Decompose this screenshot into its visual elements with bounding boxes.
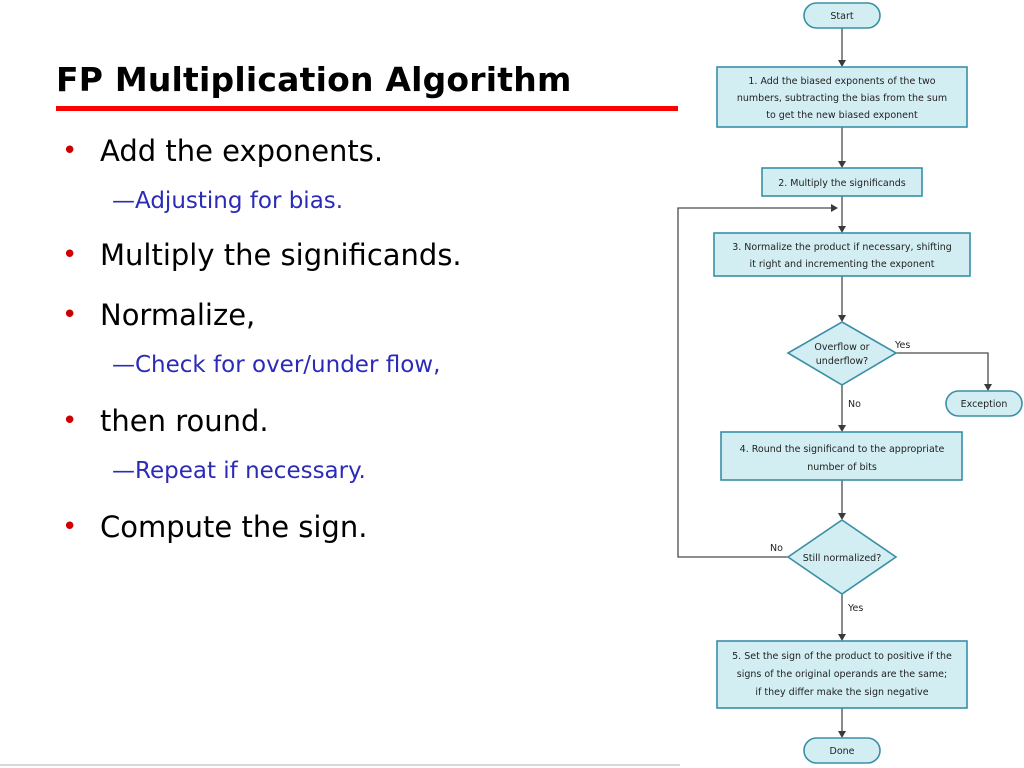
bullet-text: Multiply the significands. xyxy=(100,238,462,272)
decision-2-no-label: No xyxy=(770,543,783,554)
sub-bullet-item: —Check for over/under flow, xyxy=(112,352,440,378)
bullet-text: Add the exponents. xyxy=(100,134,384,168)
arrow-down-icon xyxy=(838,513,846,520)
start-terminal: Start xyxy=(803,2,881,29)
arrow-down-icon xyxy=(838,226,846,233)
done-label: Done xyxy=(830,746,855,757)
arrow-down-icon xyxy=(838,731,846,738)
arrow-down-icon xyxy=(838,315,846,322)
step-2-box: 2. Multiply the significands xyxy=(761,167,923,197)
exception-label: Exception xyxy=(961,399,1008,410)
step-5-line: 5. Set the sign of the product to positi… xyxy=(732,651,952,662)
arrow-down-icon xyxy=(984,384,992,391)
exception-terminal: Exception xyxy=(945,390,1023,417)
title-underline xyxy=(56,106,678,111)
decision-2-yes-label: Yes xyxy=(847,603,863,614)
bullet-text: Compute the sign. xyxy=(100,510,368,544)
decision-1-line: Overflow or xyxy=(814,342,869,353)
decision-1-yes-label: Yes xyxy=(894,340,910,351)
step-5-box: 5. Set the sign of the product to positi… xyxy=(716,640,968,709)
arrow-right-icon xyxy=(831,204,838,212)
connector-yes-exception xyxy=(896,352,989,386)
step-1-line: 1. Add the biased exponents of the two xyxy=(748,76,935,87)
sub-bullet-item: —Repeat if necessary. xyxy=(112,458,366,484)
sub-bullet-text: Repeat if necessary. xyxy=(135,458,366,484)
connector-loop-back xyxy=(677,207,833,558)
bullet-text: then round. xyxy=(100,404,269,438)
bullet-icon: • xyxy=(62,300,78,330)
step-3-line: 3. Normalize the product if necessary, s… xyxy=(732,242,952,253)
bullet-text: Normalize, xyxy=(100,298,256,332)
step-3-box: 3. Normalize the product if necessary, s… xyxy=(713,232,971,277)
arrow-down-icon xyxy=(838,425,846,432)
step-4-box: 4. Round the significand to the appropri… xyxy=(720,431,963,481)
step-1-line: to get the new biased exponent xyxy=(766,110,918,121)
sub-bullet-item: —Adjusting for bias. xyxy=(112,188,343,214)
step-2-line: 2. Multiply the significands xyxy=(778,178,906,189)
sub-bullet-text: Check for over/under flow, xyxy=(135,352,441,378)
bullet-icon: • xyxy=(62,240,78,270)
slide-title: FP Multiplication Algorithm xyxy=(56,60,572,99)
flow-connectors xyxy=(677,28,992,738)
step-5-line: if they differ make the sign negative xyxy=(755,687,928,698)
decision-1-no-label: No xyxy=(848,399,861,410)
sub-bullet-text: Adjusting for bias. xyxy=(135,188,344,214)
bullet-icon: • xyxy=(62,136,78,166)
start-label: Start xyxy=(830,11,853,22)
step-4-line: 4. Round the significand to the appropri… xyxy=(740,444,945,455)
dash-icon: — xyxy=(112,458,135,484)
done-terminal: Done xyxy=(803,737,881,764)
arrow-down-icon xyxy=(838,161,846,168)
decision-1-line: underflow? xyxy=(816,356,868,367)
step-4-line: number of bits xyxy=(807,462,877,473)
bullet-icon: • xyxy=(62,512,78,542)
dash-icon: — xyxy=(112,188,135,214)
step-3-line: it right and incrementing the exponent xyxy=(750,259,935,270)
arrow-down-icon xyxy=(838,634,846,641)
overflow-decision: Overflow or underflow? xyxy=(786,321,898,386)
arrow-down-icon xyxy=(838,60,846,67)
decision-2-line: Still normalized? xyxy=(803,553,882,564)
dash-icon: — xyxy=(112,352,135,378)
bullet-icon: • xyxy=(62,406,78,436)
step-1-line: numbers, subtracting the bias from the s… xyxy=(737,93,947,104)
still-normalized-decision: Still normalized? xyxy=(786,519,898,595)
footer-divider xyxy=(0,764,680,766)
step-1-box: 1. Add the biased exponents of the two n… xyxy=(716,66,968,128)
step-5-line: signs of the original operands are the s… xyxy=(737,669,947,680)
